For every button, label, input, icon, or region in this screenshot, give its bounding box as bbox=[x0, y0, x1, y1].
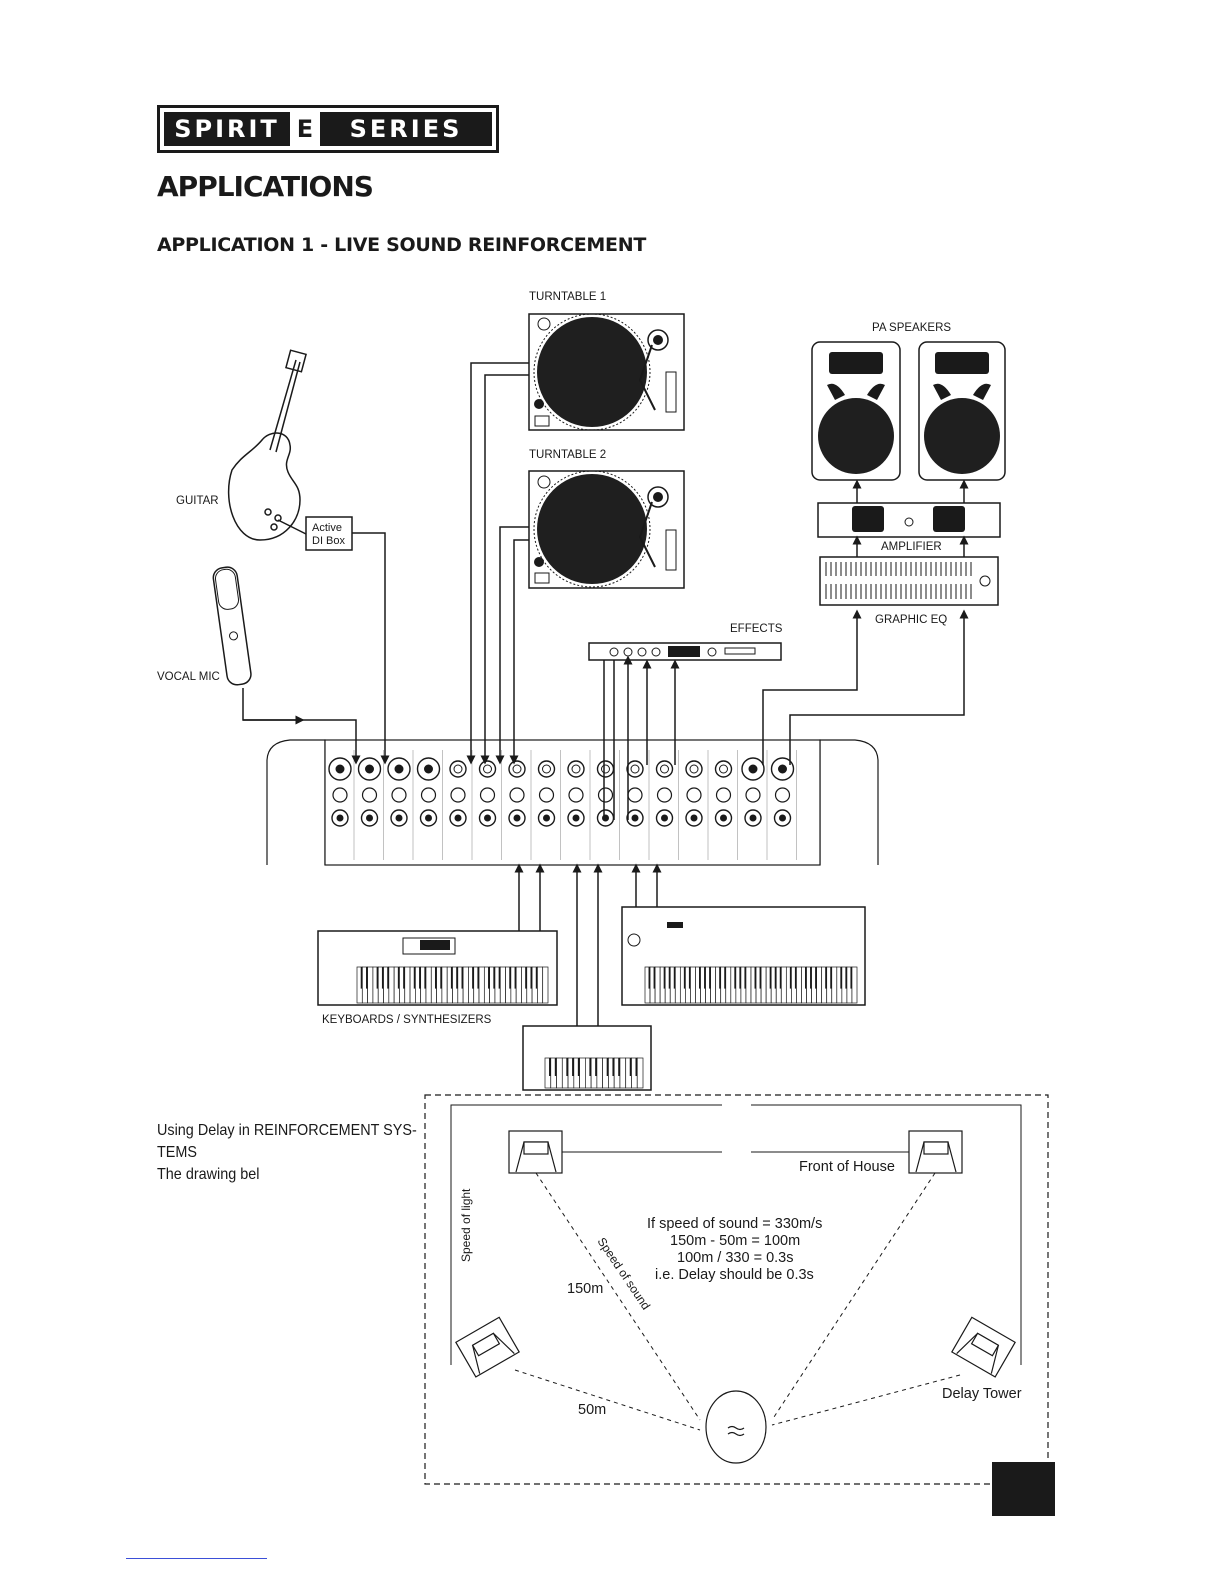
label-turntable-2: TURNTABLE 2 bbox=[529, 449, 607, 461]
body-line-1: Using Delay in REINFORCEMENT SYS- bbox=[157, 1122, 417, 1139]
label-delay-tower: Delay Tower bbox=[942, 1386, 1022, 1402]
listener-head bbox=[705, 1390, 767, 1464]
label-150m: 150m bbox=[567, 1281, 604, 1297]
vocal-mic bbox=[212, 566, 252, 686]
label-turntable-1: TURNTABLE 1 bbox=[529, 291, 607, 303]
guitar bbox=[227, 349, 307, 541]
keyboard-small bbox=[522, 1025, 652, 1091]
label-speed-of-sound: Speed of sound bbox=[595, 1235, 654, 1313]
foh-speaker-left bbox=[508, 1130, 563, 1174]
pa-speaker-right bbox=[918, 341, 1006, 481]
label-keyboards: KEYBOARDS / SYNTHESIZERS bbox=[322, 1014, 492, 1026]
calc-line-4: i.e. Delay should be 0.3s bbox=[655, 1267, 814, 1283]
calc-line-1: If speed of sound = 330m/s bbox=[647, 1216, 823, 1232]
keyboard-right bbox=[621, 906, 866, 1006]
calc-line-2: 150m - 50m = 100m bbox=[670, 1233, 801, 1249]
label-vocal-mic: VOCAL MIC bbox=[157, 671, 220, 683]
brand-logo: SPIRIT E SERIES bbox=[157, 105, 499, 153]
label-di-box-line2: DI Box bbox=[312, 535, 346, 547]
label-di-box-line1: Active bbox=[312, 522, 342, 534]
page-title: APPLICATIONS bbox=[157, 170, 374, 203]
section-title: APPLICATION 1 - LIVE SOUND REINFORCEMENT bbox=[157, 234, 646, 256]
label-speed-of-light: Speed of light bbox=[459, 1188, 473, 1262]
keyboard-left bbox=[317, 930, 558, 1006]
logo-series: SERIES bbox=[320, 112, 492, 146]
delay-speaker-right bbox=[951, 1316, 1016, 1378]
setup-diagram bbox=[212, 313, 1006, 1091]
logo-e: E bbox=[290, 112, 320, 146]
logo-spirit: SPIRIT bbox=[164, 112, 290, 146]
footer-link-line bbox=[126, 1558, 267, 1559]
di-box bbox=[305, 516, 353, 551]
body-paragraph: Using Delay in REINFORCEMENT SYS- TEMS T… bbox=[157, 1120, 417, 1186]
label-effects: EFFECTS bbox=[730, 623, 783, 635]
label-pa-speakers: PA SPEAKERS bbox=[872, 322, 952, 334]
body-line-3: The drawing bel bbox=[157, 1166, 260, 1183]
amplifier bbox=[817, 502, 1001, 538]
delay-speaker-left bbox=[455, 1316, 520, 1378]
label-front-of-house: Front of House bbox=[799, 1159, 895, 1175]
calc-line-3: 100m / 330 = 0.3s bbox=[677, 1250, 794, 1266]
cables bbox=[242, 362, 969, 1026]
graphic-eq bbox=[819, 556, 999, 606]
foh-speaker-right bbox=[908, 1130, 963, 1174]
turntable-1 bbox=[528, 313, 685, 431]
pa-speaker-left bbox=[811, 341, 901, 481]
mixer bbox=[266, 739, 879, 866]
page-number-box bbox=[992, 1462, 1055, 1516]
label-50m: 50m bbox=[578, 1402, 607, 1418]
turntable-2 bbox=[528, 470, 685, 589]
effects-unit bbox=[588, 642, 782, 661]
label-amplifier: AMPLIFIER bbox=[881, 541, 942, 553]
body-line-2: TEMS bbox=[157, 1144, 198, 1161]
label-guitar: GUITAR bbox=[176, 495, 219, 507]
label-graphic-eq: GRAPHIC EQ bbox=[875, 614, 948, 626]
